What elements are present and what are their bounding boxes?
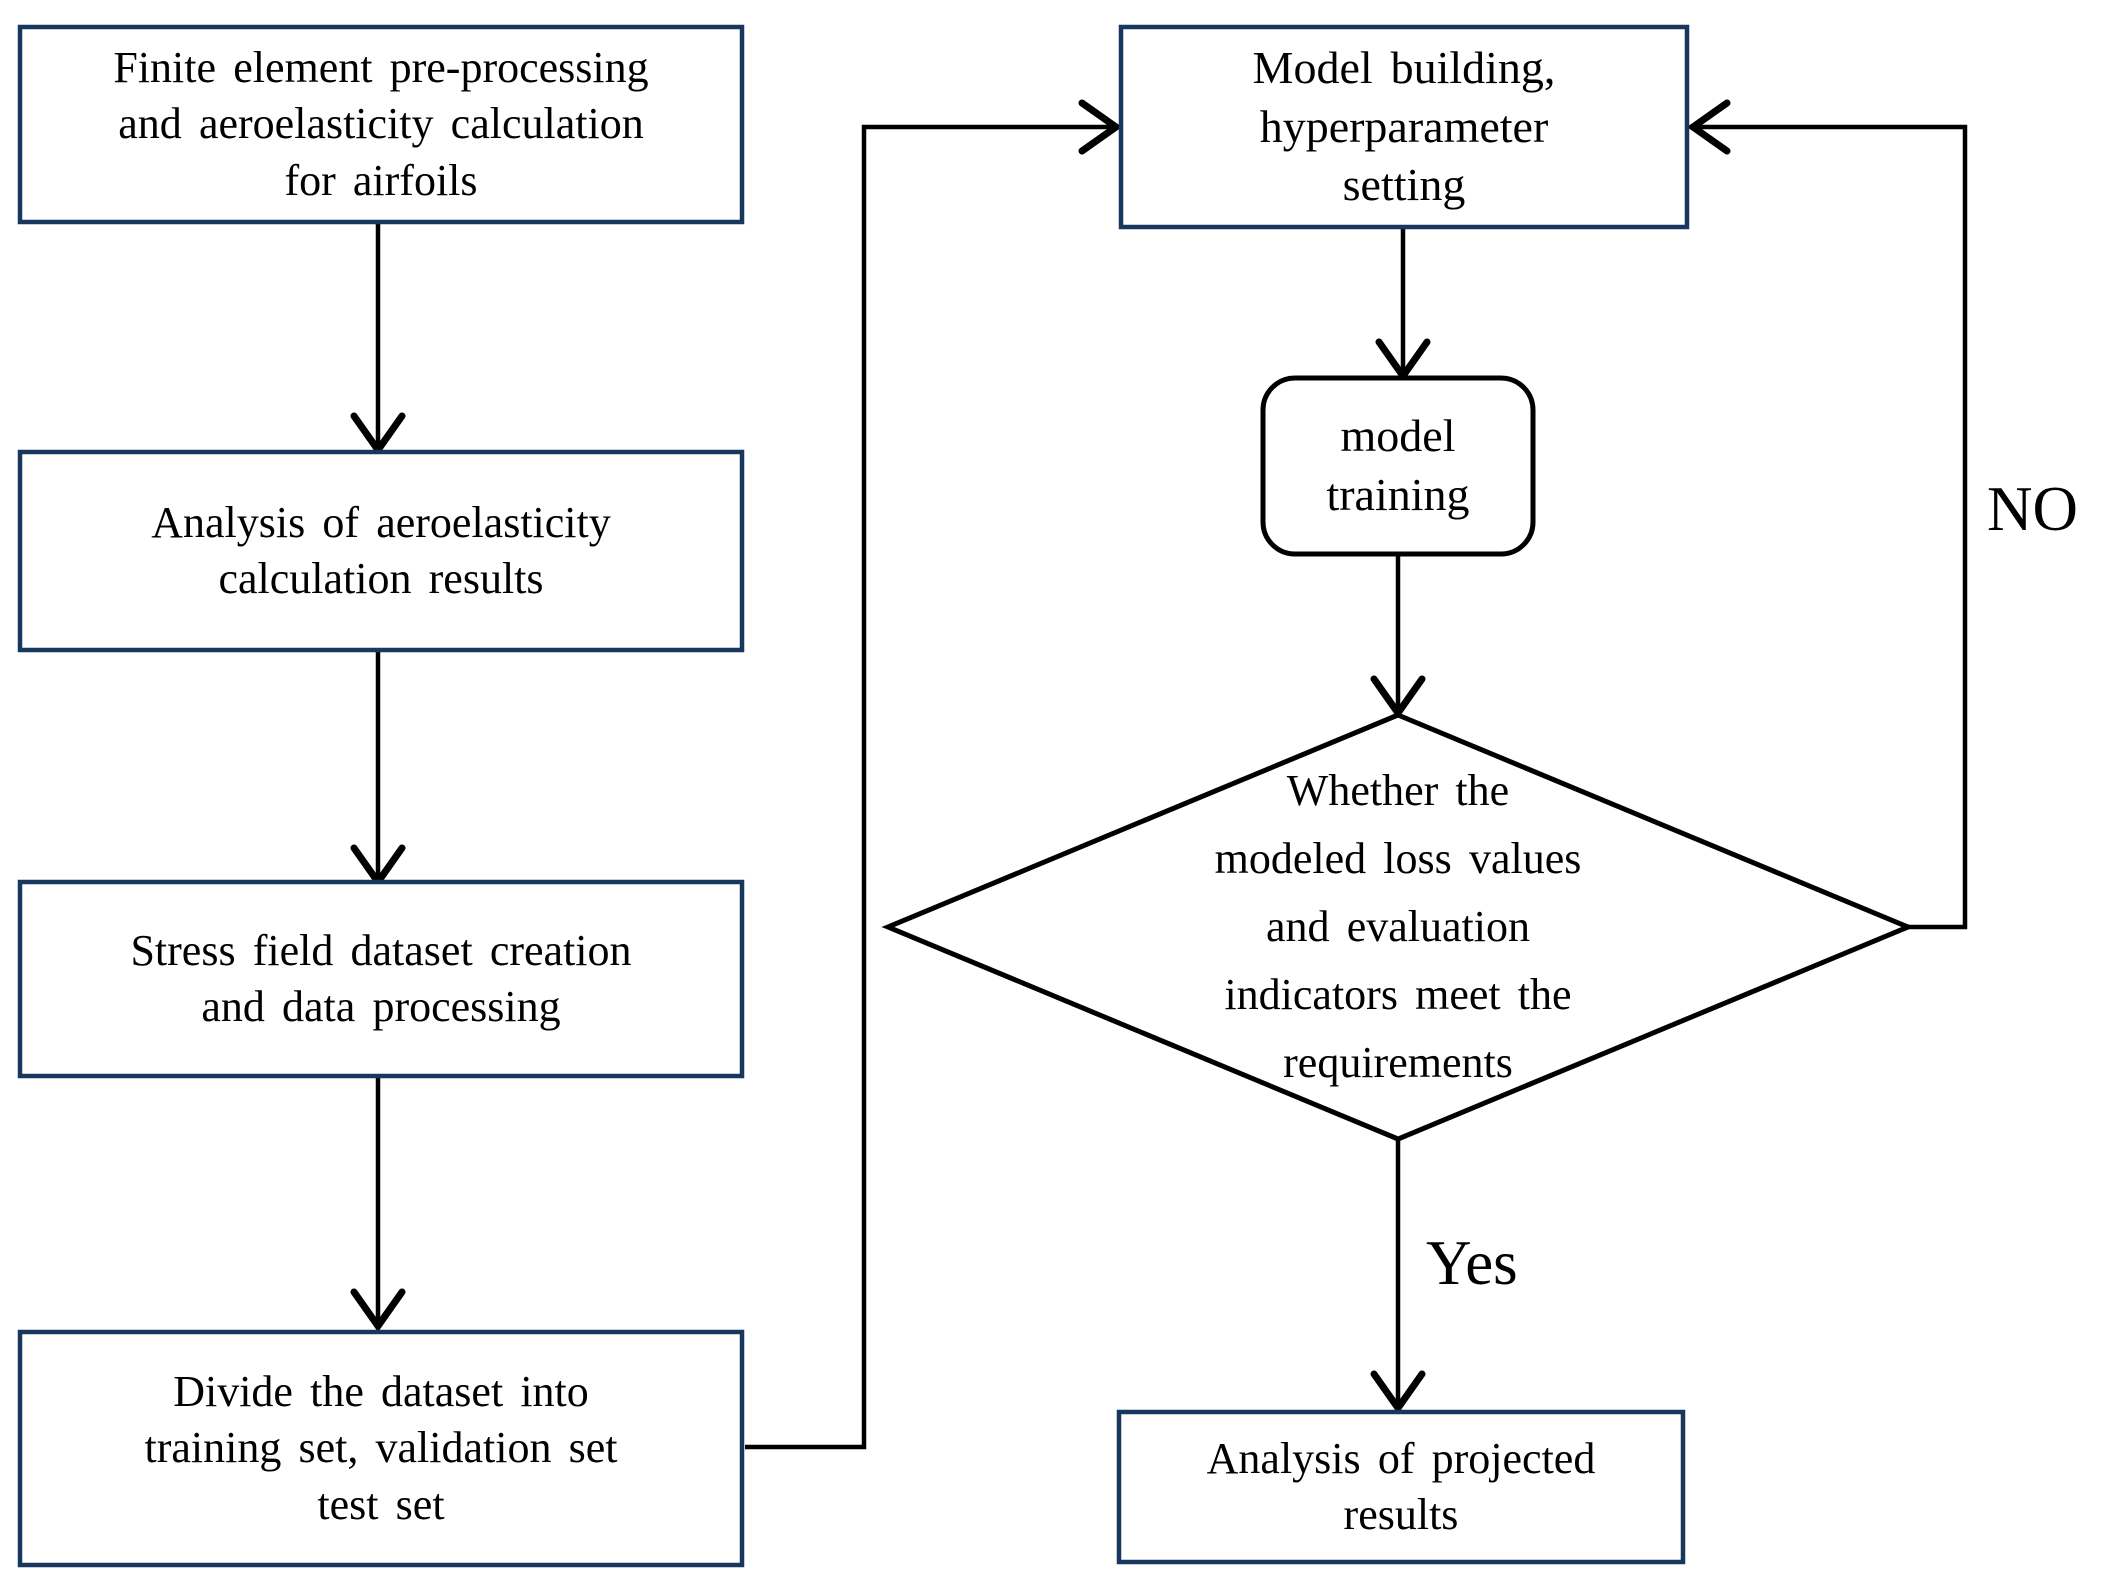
node-model-building-label: Model building, hyperparameter setting (1252, 41, 1556, 211)
node-model-building-box (1118, 24, 1690, 230)
node-model-training-box (1260, 375, 1536, 557)
arrowhead-down-3 (350, 1288, 406, 1333)
edge-label-no: NO (1987, 474, 2078, 544)
arrowhead-down-into-analysis (1370, 1370, 1426, 1415)
node-finite-element-label: Finite element pre-processing and aeroel… (113, 43, 649, 205)
node-analysis-projected-box (1116, 1409, 1686, 1565)
node-divide-dataset-label: Divide the dataset into training set, va… (144, 1367, 618, 1529)
node-analysis-aeroelasticity-label: Analysis of aeroelasticity calculation r… (151, 497, 611, 603)
arrowhead-right-into-model-building (1078, 99, 1123, 155)
edge-label-yes: Yes (1426, 1228, 1518, 1298)
navy-boxes (17, 24, 1690, 1568)
node-model-training-label: model training (1326, 410, 1470, 520)
node-decision-label: Whether the modeled loss values and eval… (1214, 765, 1582, 1088)
node-divide-dataset-box (17, 1329, 745, 1568)
connector-lines (375, 124, 1968, 1450)
node-decision-diamond (881, 712, 1915, 1142)
node-analysis-aeroelasticity-box (17, 449, 745, 653)
no-loop-connector (1697, 124, 1968, 930)
node-stress-field-label: Stress field dataset creation and data p… (130, 925, 632, 1031)
node-stress-field-box (17, 879, 745, 1079)
arrowhead-left-into-model-building (1686, 99, 1731, 155)
connector-divide-to-model-building (745, 124, 1112, 1450)
node-finite-element-box (17, 24, 745, 225)
node-analysis-projected-label: Analysis of projected results (1206, 1433, 1596, 1539)
